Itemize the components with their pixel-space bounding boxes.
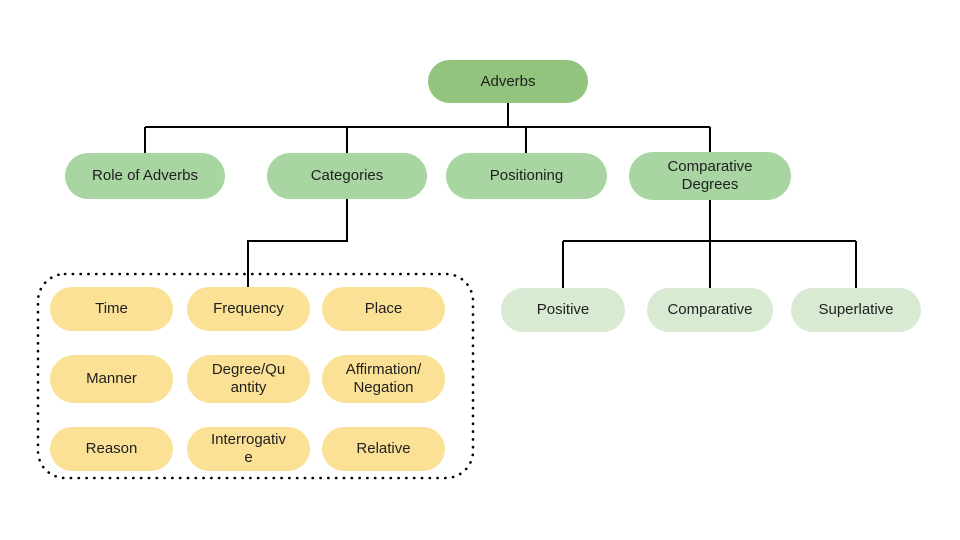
node-comparative-degrees: Comparative Degrees bbox=[629, 152, 791, 200]
node-superlative: Superlative bbox=[791, 288, 921, 332]
node-reason: Reason bbox=[50, 427, 173, 471]
tree-connectors bbox=[144, 103, 857, 288]
node-categories: Categories bbox=[267, 153, 427, 199]
node-positioning: Positioning bbox=[446, 153, 607, 199]
node-affirmation-negation: Affirmation/ Negation bbox=[322, 355, 445, 403]
node-comparative: Comparative bbox=[647, 288, 773, 332]
node-adverbs: Adverbs bbox=[428, 60, 588, 103]
node-time: Time bbox=[50, 287, 173, 331]
node-relative: Relative bbox=[322, 427, 445, 471]
node-manner: Manner bbox=[50, 355, 173, 403]
node-role-of-adverbs: Role of Adverbs bbox=[65, 153, 225, 199]
node-interrogative: Interrogativ e bbox=[187, 427, 310, 471]
node-degree-quantity: Degree/Qu antity bbox=[187, 355, 310, 403]
node-place: Place bbox=[322, 287, 445, 331]
categories-group-outline bbox=[36, 272, 475, 480]
node-frequency: Frequency bbox=[187, 287, 310, 331]
node-positive: Positive bbox=[501, 288, 625, 332]
